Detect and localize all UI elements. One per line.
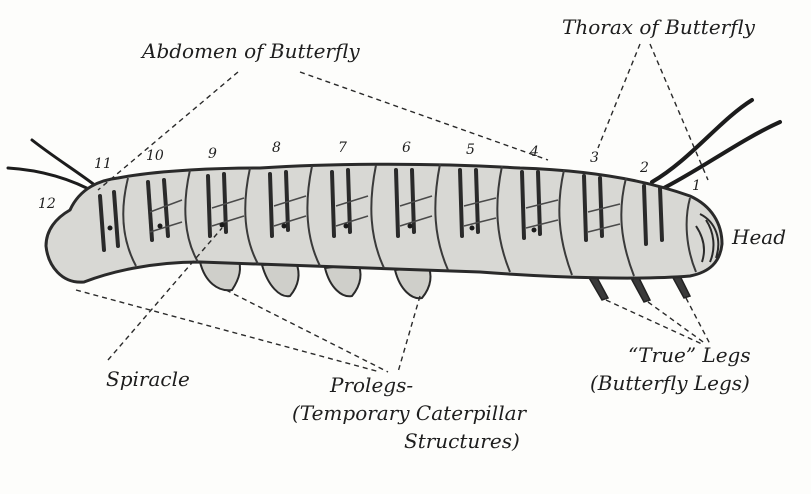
- prolegs-leader: [76, 290, 380, 372]
- spiracle-dot: [470, 226, 475, 231]
- true-legs-label: “True” Legs: [628, 343, 751, 367]
- spiracle-dot: [220, 223, 225, 228]
- butterfly-legs-label: (Butterfly Legs): [590, 371, 750, 395]
- prolegs-leader: [226, 290, 388, 372]
- spiracle-dot: [158, 224, 163, 229]
- segment-number: 10: [146, 148, 164, 164]
- segment-number: 2: [639, 160, 649, 176]
- proleg: [262, 262, 298, 296]
- segment-number: 7: [338, 140, 347, 156]
- spiracle-dot: [408, 224, 413, 229]
- segment-number: 11: [94, 156, 112, 172]
- thorax-leader: [598, 44, 640, 148]
- thorax-label: Thorax of Butterfly: [562, 15, 756, 39]
- prolegs-subtitle-line1: (Temporary Caterpillar: [292, 401, 528, 425]
- prolegs-subtitle-line2: Structures): [404, 429, 520, 453]
- segment-number: 3: [590, 150, 599, 166]
- prolegs-label: Prolegs-: [329, 373, 413, 397]
- thorax-leader: [650, 44, 708, 180]
- segment-number: 4: [529, 144, 539, 160]
- spiracle-dot: [282, 224, 287, 229]
- segment-number: 9: [208, 146, 217, 162]
- spiracle-dot: [532, 228, 537, 233]
- segment-number: 1: [692, 178, 701, 194]
- true-leg: [632, 276, 650, 302]
- spiracle-dot: [344, 224, 349, 229]
- segment-number: 12: [38, 196, 56, 212]
- segment-number: 6: [402, 140, 411, 156]
- abdomen-label: Abdomen of Butterfly: [140, 39, 360, 63]
- head-label: Head: [731, 225, 786, 249]
- segment-number: 5: [466, 142, 475, 158]
- true-legs-leader: [606, 300, 702, 344]
- spiracle-dot: [108, 226, 113, 231]
- prolegs-leader: [398, 296, 420, 372]
- true-legs-leader: [686, 298, 710, 344]
- spiracle-label: Spiracle: [106, 367, 190, 391]
- segment-number: 8: [272, 140, 281, 156]
